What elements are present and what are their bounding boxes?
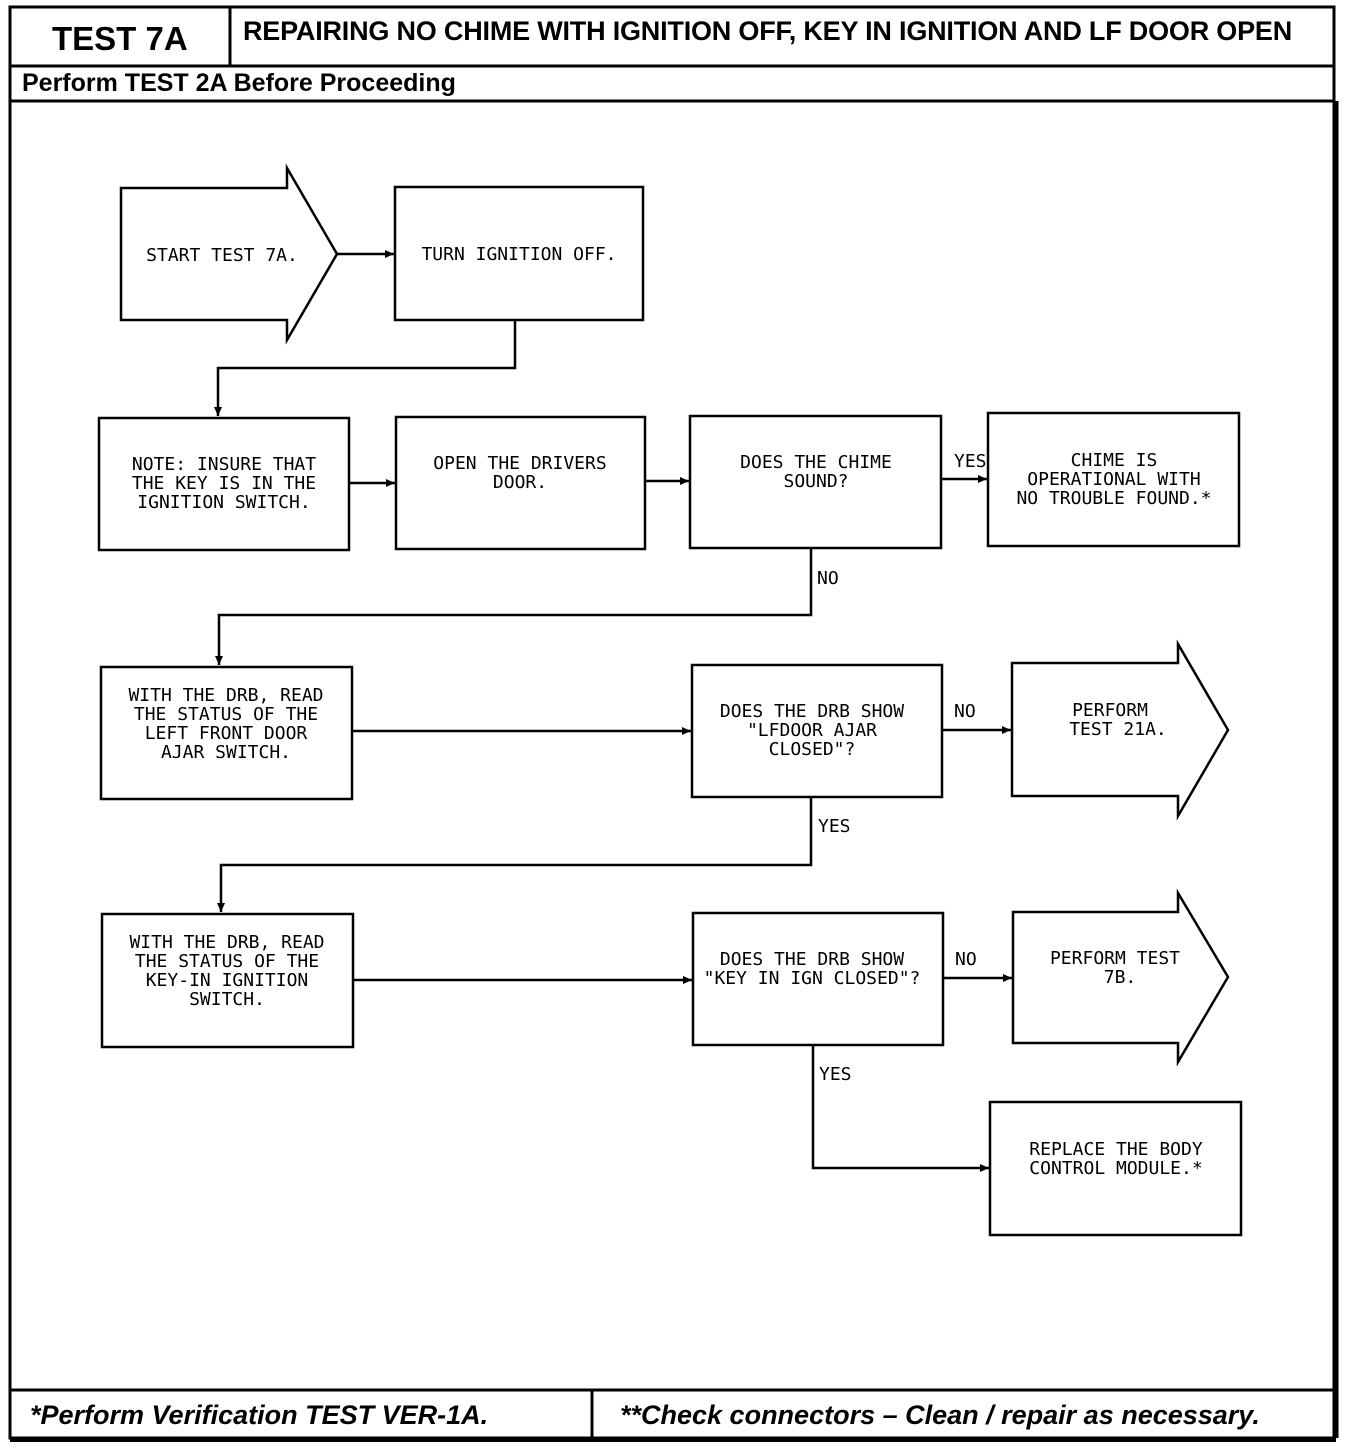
chime-ok-box: [986, 411, 1241, 548]
perform-21a-arrow-shape: [1010, 639, 1230, 821]
connector-door-yes: [217, 797, 813, 912]
svg-text:KEY-IN IGNITION: KEY-IN IGNITION: [146, 970, 309, 991]
svg-text:OPERATIONAL WITH: OPERATIONAL WITH: [1027, 469, 1200, 490]
label-yes-key: YES: [819, 1064, 852, 1085]
svg-text:"LFDOOR AJAR: "LFDOOR AJAR: [747, 720, 877, 741]
ignition-off-text: TURN IGNITION OFF.: [421, 244, 616, 265]
svg-text:THE STATUS OF THE: THE STATUS OF THE: [135, 951, 319, 972]
connector-ignition-to-note: [214, 320, 517, 416]
read-key-switch-text: WITH THE DRB, READ THE STATUS OF THE KEY…: [129, 932, 324, 1010]
svg-text:OPEN THE DRIVERS: OPEN THE DRIVERS: [433, 453, 606, 474]
svg-text:DOES THE DRB SHOW: DOES THE DRB SHOW: [720, 949, 904, 970]
svg-text:AJAR SWITCH.: AJAR SWITCH.: [161, 742, 291, 763]
page-title: REPAIRING NO CHIME WITH IGNITION OFF, KE…: [243, 16, 1293, 46]
svg-text:SWITCH.: SWITCH.: [189, 989, 265, 1010]
svg-text:THE STATUS OF THE: THE STATUS OF THE: [134, 704, 318, 725]
start-arrow-shape: [119, 163, 339, 345]
label-no-key: NO: [955, 949, 977, 970]
svg-text:PERFORM TEST: PERFORM TEST: [1050, 948, 1180, 969]
svg-text:"KEY IN IGN CLOSED"?: "KEY IN IGN CLOSED"?: [704, 968, 921, 989]
svg-text:CONTROL MODULE.*: CONTROL MODULE.*: [1029, 1158, 1202, 1179]
read-door-switch-text: WITH THE DRB, READ THE STATUS OF THE LEF…: [128, 685, 323, 763]
label-no-chime: NO: [817, 568, 839, 589]
label-yes-door: YES: [818, 816, 851, 837]
replace-bcm-text: REPLACE THE BODY CONTROL MODULE.*: [1029, 1139, 1203, 1179]
replace-bcm-box: [988, 1100, 1243, 1237]
connector-chime-no: [215, 548, 813, 665]
note-text: NOTE: INSURE THAT THE KEY IS IN THE IGNI…: [132, 454, 316, 513]
open-door-box: [394, 415, 647, 551]
read-door-switch-box: [99, 665, 354, 801]
label-yes-chime: YES: [954, 451, 987, 472]
perform-7b-arrow-shape: [1011, 888, 1230, 1067]
footer-connector-note: **Check connectors – Clean / repair as n…: [620, 1400, 1260, 1430]
svg-text:DOES THE CHIME: DOES THE CHIME: [740, 452, 892, 473]
svg-text:7B.: 7B.: [1104, 967, 1137, 988]
ignition-off-box: [393, 185, 645, 322]
perform-21a-text: PERFORM TEST 21A.: [1069, 700, 1167, 740]
footer-verification-note: *Perform Verification TEST VER-1A.: [30, 1400, 489, 1430]
svg-text:NOTE: INSURE THAT: NOTE: INSURE THAT: [132, 454, 316, 475]
svg-text:DOOR.: DOOR.: [493, 472, 547, 493]
svg-text:NO TROUBLE FOUND.*: NO TROUBLE FOUND.*: [1016, 488, 1211, 509]
test-id-heading: TEST 7A: [52, 20, 188, 57]
start-text: START TEST 7A.: [146, 245, 298, 266]
svg-text:TEST 21A.: TEST 21A.: [1069, 719, 1167, 740]
svg-text:WITH THE DRB, READ: WITH THE DRB, READ: [128, 685, 323, 706]
sheet-frame: [8, 5, 1339, 1442]
svg-text:WITH THE DRB, READ: WITH THE DRB, READ: [129, 932, 324, 953]
svg-text:REPLACE THE BODY: REPLACE THE BODY: [1029, 1139, 1203, 1160]
label-no-door: NO: [954, 701, 976, 722]
connector-key-yes: [811, 1045, 989, 1172]
svg-text:THE KEY IS IN THE: THE KEY IS IN THE: [132, 473, 316, 494]
perform-7b-text: PERFORM TEST 7B.: [1050, 948, 1180, 988]
key-decision-box: [691, 911, 945, 1047]
chime-ok-text: CHIME IS OPERATIONAL WITH NO TROUBLE FOU…: [1016, 450, 1211, 509]
prerequisite-note: Perform TEST 2A Before Proceeding: [22, 69, 456, 97]
chime-decision-box: [688, 414, 943, 550]
note-box: [97, 416, 351, 552]
key-question-text: DOES THE DRB SHOW "KEY IN IGN CLOSED"?: [704, 949, 921, 989]
chime-question-text: DOES THE CHIME SOUND?: [740, 452, 892, 492]
svg-text:CLOSED"?: CLOSED"?: [769, 739, 856, 760]
svg-text:DOES THE DRB SHOW: DOES THE DRB SHOW: [720, 701, 904, 722]
svg-text:PERFORM: PERFORM: [1072, 700, 1148, 721]
svg-text:IGNITION SWITCH.: IGNITION SWITCH.: [137, 492, 310, 513]
door-question-text: DOES THE DRB SHOW "LFDOOR AJAR CLOSED"?: [720, 701, 904, 760]
svg-text:SOUND?: SOUND?: [783, 471, 848, 492]
door-decision-box: [690, 663, 944, 799]
svg-text:LEFT FRONT DOOR: LEFT FRONT DOOR: [145, 723, 308, 744]
svg-text:CHIME IS: CHIME IS: [1071, 450, 1158, 471]
open-door-text: OPEN THE DRIVERS DOOR.: [433, 453, 606, 493]
